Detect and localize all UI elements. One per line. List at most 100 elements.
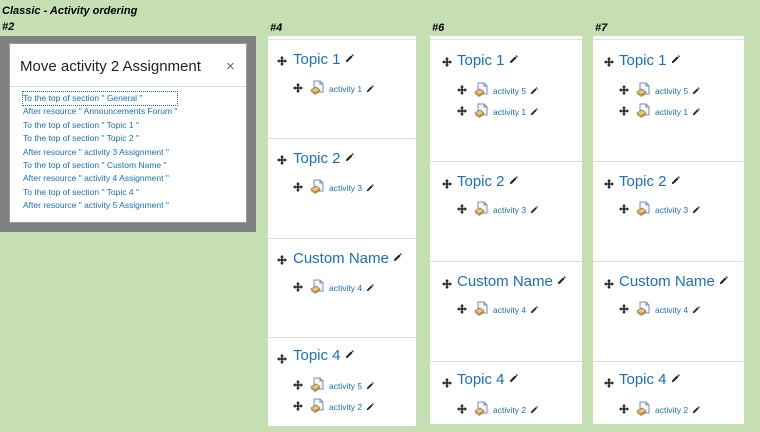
pencil-icon[interactable] bbox=[719, 276, 728, 285]
pencil-icon[interactable] bbox=[692, 87, 700, 95]
pencil-icon[interactable] bbox=[530, 206, 538, 214]
activity-link[interactable]: activity 2 bbox=[493, 405, 527, 415]
section-title[interactable]: Topic 4 bbox=[619, 371, 667, 388]
activity-link[interactable]: activity 4 bbox=[329, 283, 363, 293]
pencil-icon[interactable] bbox=[671, 176, 680, 185]
move-icon[interactable] bbox=[293, 83, 303, 93]
move-icon[interactable] bbox=[457, 304, 467, 314]
move-icon[interactable] bbox=[442, 279, 452, 289]
assignment-icon bbox=[310, 377, 326, 393]
pencil-icon[interactable] bbox=[530, 406, 538, 414]
pencil-icon[interactable] bbox=[345, 153, 354, 162]
move-icon[interactable] bbox=[442, 179, 452, 189]
pencil-icon[interactable] bbox=[345, 350, 354, 359]
section-title[interactable]: Topic 2 bbox=[293, 150, 341, 167]
move-icon[interactable] bbox=[457, 404, 467, 414]
pencil-icon[interactable] bbox=[509, 374, 518, 383]
pencil-icon[interactable] bbox=[692, 108, 700, 116]
activity-link[interactable]: activity 3 bbox=[655, 205, 689, 215]
move-icon[interactable] bbox=[457, 106, 467, 116]
section-title[interactable]: Topic 1 bbox=[293, 51, 341, 68]
move-icon[interactable] bbox=[293, 380, 303, 390]
activity-link[interactable]: activity 2 bbox=[655, 405, 689, 415]
pencil-icon[interactable] bbox=[692, 406, 700, 414]
section-divider bbox=[593, 261, 744, 262]
pencil-icon[interactable] bbox=[366, 85, 374, 93]
pencil-icon[interactable] bbox=[509, 176, 518, 185]
section-title[interactable]: Topic 1 bbox=[619, 52, 667, 69]
section-title[interactable]: Topic 2 bbox=[619, 173, 667, 190]
assignment-icon bbox=[636, 103, 652, 119]
move-target-link[interactable]: After resource " Announcements Forum " bbox=[23, 106, 178, 117]
section-divider bbox=[268, 39, 416, 40]
pencil-icon[interactable] bbox=[671, 374, 680, 383]
section-title[interactable]: Topic 4 bbox=[457, 371, 505, 388]
move-target-link[interactable]: After resource " activity 3 Assignment " bbox=[23, 146, 169, 157]
section-title[interactable]: Topic 2 bbox=[457, 173, 505, 190]
pencil-icon[interactable] bbox=[530, 306, 538, 314]
move-icon[interactable] bbox=[604, 57, 614, 67]
pencil-icon[interactable] bbox=[366, 403, 374, 411]
assignment-icon bbox=[636, 82, 652, 98]
move-icon[interactable] bbox=[619, 106, 629, 116]
activity-link[interactable]: activity 2 bbox=[329, 402, 363, 412]
section-title[interactable]: Topic 1 bbox=[457, 52, 505, 69]
move-target-link[interactable]: After resource " activity 4 Assignment " bbox=[23, 173, 169, 184]
move-icon[interactable] bbox=[293, 282, 303, 292]
move-icon[interactable] bbox=[457, 85, 467, 95]
move-icon[interactable] bbox=[442, 57, 452, 67]
pencil-icon[interactable] bbox=[366, 284, 374, 292]
pencil-icon[interactable] bbox=[692, 206, 700, 214]
pencil-icon[interactable] bbox=[671, 55, 680, 64]
move-icon[interactable] bbox=[604, 179, 614, 189]
move-target-link[interactable]: To the top of section " Topic 2 " bbox=[23, 133, 139, 144]
pencil-icon[interactable] bbox=[366, 184, 374, 192]
assignment-icon bbox=[310, 279, 326, 295]
pencil-icon[interactable] bbox=[509, 55, 518, 64]
close-icon[interactable]: × bbox=[226, 58, 235, 75]
activity-link[interactable]: activity 3 bbox=[493, 205, 527, 215]
assignment-icon bbox=[310, 80, 326, 96]
move-icon[interactable] bbox=[619, 304, 629, 314]
move-target-link[interactable]: To the top of section " Topic 1 " bbox=[23, 119, 139, 130]
pencil-icon[interactable] bbox=[692, 306, 700, 314]
activity-link[interactable]: activity 3 bbox=[329, 183, 363, 193]
move-target-list: To the top of section " General " After … bbox=[21, 90, 179, 213]
move-icon[interactable] bbox=[604, 279, 614, 289]
activity-link[interactable]: activity 1 bbox=[493, 107, 527, 117]
move-icon[interactable] bbox=[619, 404, 629, 414]
move-icon[interactable] bbox=[293, 401, 303, 411]
section-title[interactable]: Topic 4 bbox=[293, 347, 341, 364]
pencil-icon[interactable] bbox=[530, 108, 538, 116]
activity-link[interactable]: activity 5 bbox=[655, 86, 689, 96]
activity-link[interactable]: activity 4 bbox=[493, 305, 527, 315]
pencil-icon[interactable] bbox=[366, 382, 374, 390]
activity-link[interactable]: activity 5 bbox=[493, 86, 527, 96]
move-icon[interactable] bbox=[619, 204, 629, 214]
move-icon[interactable] bbox=[277, 255, 287, 265]
pencil-icon[interactable] bbox=[393, 253, 402, 262]
move-target-link[interactable]: To the top of section " Custom Name " bbox=[23, 160, 167, 171]
section-title[interactable]: Custom Name bbox=[619, 273, 715, 290]
pencil-icon[interactable] bbox=[345, 54, 354, 63]
move-icon[interactable] bbox=[293, 182, 303, 192]
pencil-icon[interactable] bbox=[557, 276, 566, 285]
assignment-icon bbox=[636, 301, 652, 317]
move-icon[interactable] bbox=[277, 155, 287, 165]
move-icon[interactable] bbox=[457, 204, 467, 214]
activity-link[interactable]: activity 1 bbox=[329, 84, 363, 94]
move-target-link[interactable]: After resource " activity 5 Assignment " bbox=[23, 200, 169, 211]
activity-link[interactable]: activity 4 bbox=[655, 305, 689, 315]
activity-link[interactable]: activity 1 bbox=[655, 107, 689, 117]
move-target-link[interactable]: To the top of section " Topic 4 " bbox=[23, 186, 139, 197]
section-title[interactable]: Custom Name bbox=[293, 250, 389, 267]
move-icon[interactable] bbox=[604, 378, 614, 388]
section-title[interactable]: Custom Name bbox=[457, 273, 553, 290]
move-icon[interactable] bbox=[442, 378, 452, 388]
move-icon[interactable] bbox=[277, 354, 287, 364]
move-icon[interactable] bbox=[277, 56, 287, 66]
pencil-icon[interactable] bbox=[530, 87, 538, 95]
move-icon[interactable] bbox=[619, 85, 629, 95]
move-target-link[interactable]: To the top of section " General " bbox=[21, 90, 179, 107]
activity-link[interactable]: activity 5 bbox=[329, 381, 363, 391]
